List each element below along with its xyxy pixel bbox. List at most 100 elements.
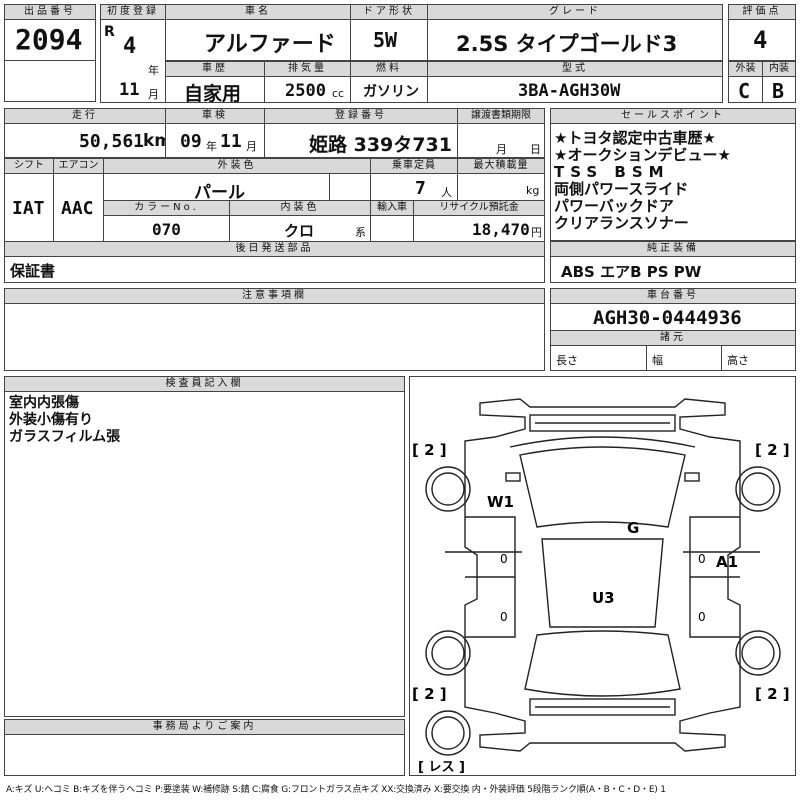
tire-depth-rear-left: [ 2 ] [412, 685, 447, 703]
lot-number-cell: 2094 [4, 19, 96, 61]
fuel-cell: ガソリン [350, 76, 428, 103]
sales-point: ★オークションデビュー★ [554, 146, 731, 164]
mirror-left [505, 472, 521, 482]
chassis-header: 車台番号 [550, 288, 796, 304]
month-unit: 月 [148, 88, 159, 101]
car-name-header: 車名 [165, 4, 351, 20]
wheel-front-left-hub [431, 472, 465, 506]
interior-color-cell: クロ 系 [229, 215, 371, 242]
displacement-unit: cc [332, 87, 345, 100]
damage-a1-label: A1 [716, 553, 738, 571]
equipment: ABS エアB PS PW [561, 263, 702, 281]
height-label: 高さ [727, 354, 749, 367]
wheel-front-right [735, 466, 781, 512]
tire-depth-front-right: [ 2 ] [755, 441, 790, 459]
grade-cell: 2.5S タイプゴールド3 [427, 19, 723, 61]
car-diagram: W1 G A1 U3 [ 2 ] [ 2 ] [ 2 ] [ 2 ] [ レス … [412, 398, 790, 775]
sales-point: 両側パワースライド [554, 180, 689, 198]
sales-points-list: ★トヨタ認定中古車歴★ ★オークションデビュー★ TSS BSM 両側パワースラ… [554, 130, 731, 232]
inspection-year: 09 [180, 131, 202, 152]
max-load-header: 最大積載量 [457, 158, 545, 174]
exterior-color-header: 外装色 [103, 158, 371, 174]
model-header: 型式 [427, 61, 723, 77]
capacity-unit: 人 [441, 186, 452, 199]
right-rear-zero: 0 [698, 610, 706, 624]
dimensions-header: 諸元 [550, 330, 796, 346]
grade-header: グレード [427, 4, 723, 20]
car-body-outline [464, 398, 741, 752]
displacement-header: 排気量 [264, 61, 351, 77]
inspector-note: ガラスフィルム張 [9, 429, 121, 445]
door-type-cell: 5W [350, 19, 428, 61]
car-name-cell: アルファード [165, 19, 351, 61]
sales-point: TSS BSM [554, 163, 670, 181]
aircon-cell: AAC [53, 173, 104, 242]
chassis-number: AGH30-0444936 [593, 307, 742, 329]
history: 自家用 [184, 83, 242, 103]
deferred-parts: 保証書 [10, 262, 56, 280]
mirror-right [684, 472, 700, 482]
windshield [519, 446, 686, 528]
exterior-color-cell: パール [103, 173, 371, 201]
interior-color: クロ [284, 222, 315, 240]
exterior-score-header: 外装 [728, 61, 763, 77]
first-registration-header: 初度登録 [100, 4, 166, 20]
legend: A:キズ U:ヘコミ B:キズを伴うヘコミ P:要塗装 W:補修跡 S:錆 C:… [6, 785, 666, 795]
aircon: AAC [61, 198, 94, 219]
sales-point: ★トヨタ認定中古車歴★ [554, 129, 716, 147]
mileage: 50,561 [79, 131, 145, 152]
wheel-front-left [425, 466, 471, 512]
recycle-deposit: 18,470 [472, 220, 530, 239]
width-cell: 幅 [646, 345, 722, 371]
exterior-color: パール [194, 183, 245, 201]
mileage-header: 走行 [4, 108, 166, 124]
interior-score: B [772, 79, 785, 103]
tire-depth-front-left: [ 2 ] [412, 441, 447, 459]
roof [541, 538, 664, 628]
color-number-cell: 070 [103, 215, 230, 242]
plate-number: 姫路 339タ731 [309, 134, 452, 156]
tire-depth-rear-right: [ 2 ] [755, 685, 790, 703]
equipment-header: 純正装備 [550, 241, 796, 257]
capacity: 7 [415, 178, 426, 199]
year-unit: 年 [148, 64, 159, 77]
spare-wheel [425, 710, 471, 756]
door-type-header: ドア形状 [350, 4, 428, 20]
mileage-unit: km [143, 131, 165, 151]
mileage-cell: 50,561 km [4, 123, 166, 158]
sales-point: クリアランスソナー [554, 214, 689, 232]
recycle-header: リサイクル預託金 [413, 200, 545, 216]
score-cell: 4 [728, 19, 796, 61]
wheel-rear-left [425, 630, 471, 676]
inspector-cell: 室内内張傷 外装小傷有り ガラスフィルム張 [4, 391, 405, 717]
wheel-rear-right [735, 630, 781, 676]
right-door-zero: 0 [698, 552, 706, 566]
inspection-month-unit: 月 [246, 140, 257, 153]
color-number: 070 [152, 220, 181, 239]
lot-number-header: 出品番号 [4, 4, 96, 20]
sales-point: パワーバックドア [554, 197, 674, 215]
height-cell: 高さ [721, 345, 796, 371]
sales-points-cell: ★トヨタ認定中古車歴★ ★オークションデビュー★ TSS BSM 両側パワースラ… [550, 123, 796, 241]
door-type: 5W [373, 28, 398, 52]
import-header: 輸入車 [370, 200, 414, 216]
grade: 2.5S タイプゴールド3 [456, 32, 678, 56]
transfer-month-unit: 月 [496, 143, 507, 156]
registration-month: 11 [119, 80, 140, 100]
inspector-note: 外装小傷有り [9, 412, 93, 428]
spare-tire-label: [ レス ] [418, 760, 465, 775]
damage-g-label: G [627, 519, 639, 537]
exterior-score: C [738, 79, 751, 103]
max-load-cell: kg [457, 173, 545, 201]
first-registration-cell: R 4 年 11 月 [100, 19, 166, 103]
max-load-unit: kg [526, 184, 540, 197]
interior-color-unit: 系 [355, 226, 366, 239]
deferred-parts-cell: 保証書 [4, 256, 545, 283]
plate-cell: 姫路 339タ731 [264, 123, 458, 158]
front-bumper [529, 414, 676, 432]
car-name: アルファード [204, 32, 336, 57]
inspector-header: 検査員記入欄 [4, 376, 405, 392]
spare-wheel-hub [431, 716, 465, 750]
inspection-year-unit: 年 [206, 140, 217, 153]
transfer-deadline-header: 譲渡書類期限 [457, 108, 545, 124]
